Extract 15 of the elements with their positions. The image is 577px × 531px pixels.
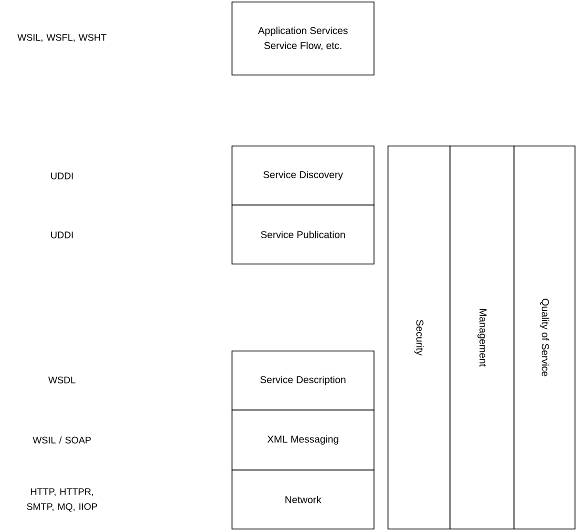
column-box: Security [388, 146, 450, 530]
layer-box: Service Publication [232, 204, 374, 264]
protocol-label: WSIL / SOAP [32, 436, 91, 444]
column-box: Quality of Service [514, 146, 576, 530]
layer-box: Application Services Service Flow, etc. [232, 2, 374, 76]
layer-box: XML Messaging [232, 410, 374, 470]
column-box: Management [450, 146, 514, 530]
protocol-label: UDDI [51, 232, 73, 238]
protocol-label: WSIL, WSFL, WSHT [17, 34, 106, 42]
layer-box: Service Discovery [232, 146, 374, 206]
protocol-label: HTTP, HTTPR, SMTP, MQ, IIOP [26, 488, 98, 512]
layer-box: Network [232, 470, 374, 530]
protocol-label: UDDI [51, 172, 73, 180]
protocol-label: WSDL [48, 376, 76, 384]
layer-box: Service Description [232, 350, 374, 410]
